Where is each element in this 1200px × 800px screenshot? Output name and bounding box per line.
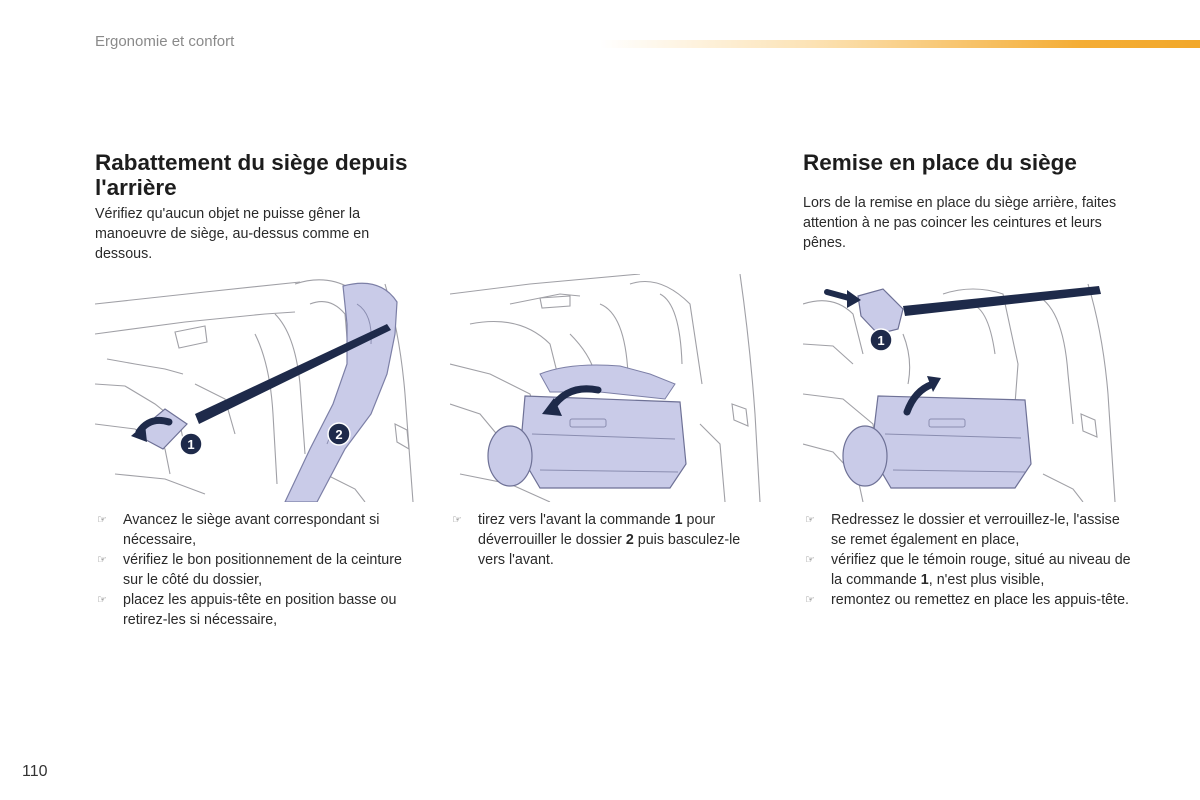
pointing-hand-icon: ☞ <box>97 594 107 606</box>
illustration-fold-backrest <box>450 274 776 502</box>
callout-one: 1 <box>187 437 194 452</box>
header-accent-bar <box>600 40 1200 48</box>
steps-reposition: ☞Redressez le dossier et verrouillez-le,… <box>803 510 1131 610</box>
heading-reposition-seat: Remise en place du siège <box>803 150 1077 175</box>
page-number: 110 <box>22 763 48 780</box>
pointing-hand-icon: ☞ <box>805 554 815 566</box>
list-item: ☞Redressez le dossier et verrouillez-le,… <box>805 512 1120 548</box>
heading-fold-seat: Rabattement du siège depuis l'arrière <box>95 150 408 200</box>
pointing-hand-icon: ☞ <box>805 514 815 526</box>
pointing-hand-icon: ☞ <box>805 594 815 606</box>
list-item: ☞vérifiez le bon positionnement de la ce… <box>97 552 402 588</box>
list-item: ☞remontez ou remettez en place les appui… <box>805 592 1130 608</box>
callout-two: 2 <box>335 427 342 442</box>
pointing-hand-icon: ☞ <box>97 554 107 566</box>
steps-prepare: ☞Avancez le siège avant correspondant si… <box>95 510 423 630</box>
illustration-raise-backrest: 1 <box>803 274 1129 502</box>
list-item: ☞placez les appuis-tête en position bass… <box>97 592 397 628</box>
section-title: Ergonomie et confort <box>95 33 235 50</box>
intro-reposition-seat: Lors de la remise en place du siège arri… <box>803 195 1117 251</box>
callout-one-right: 1 <box>877 333 884 348</box>
intro-fold-seat: Vérifiez qu'aucun objet ne puisse gêner … <box>95 206 370 262</box>
pointing-hand-icon: ☞ <box>452 514 462 526</box>
steps-fold: ☞tirez vers l'avant la commande 1 pour d… <box>450 510 770 570</box>
list-item: ☞tirez vers l'avant la commande 1 pour d… <box>452 512 741 568</box>
illustration-unlock-backrest: 1 2 <box>95 274 421 502</box>
list-item: ☞vérifiez que le témoin rouge, situé au … <box>805 552 1131 588</box>
list-item: ☞Avancez le siège avant correspondant si… <box>97 512 380 548</box>
pointing-hand-icon: ☞ <box>97 514 107 526</box>
